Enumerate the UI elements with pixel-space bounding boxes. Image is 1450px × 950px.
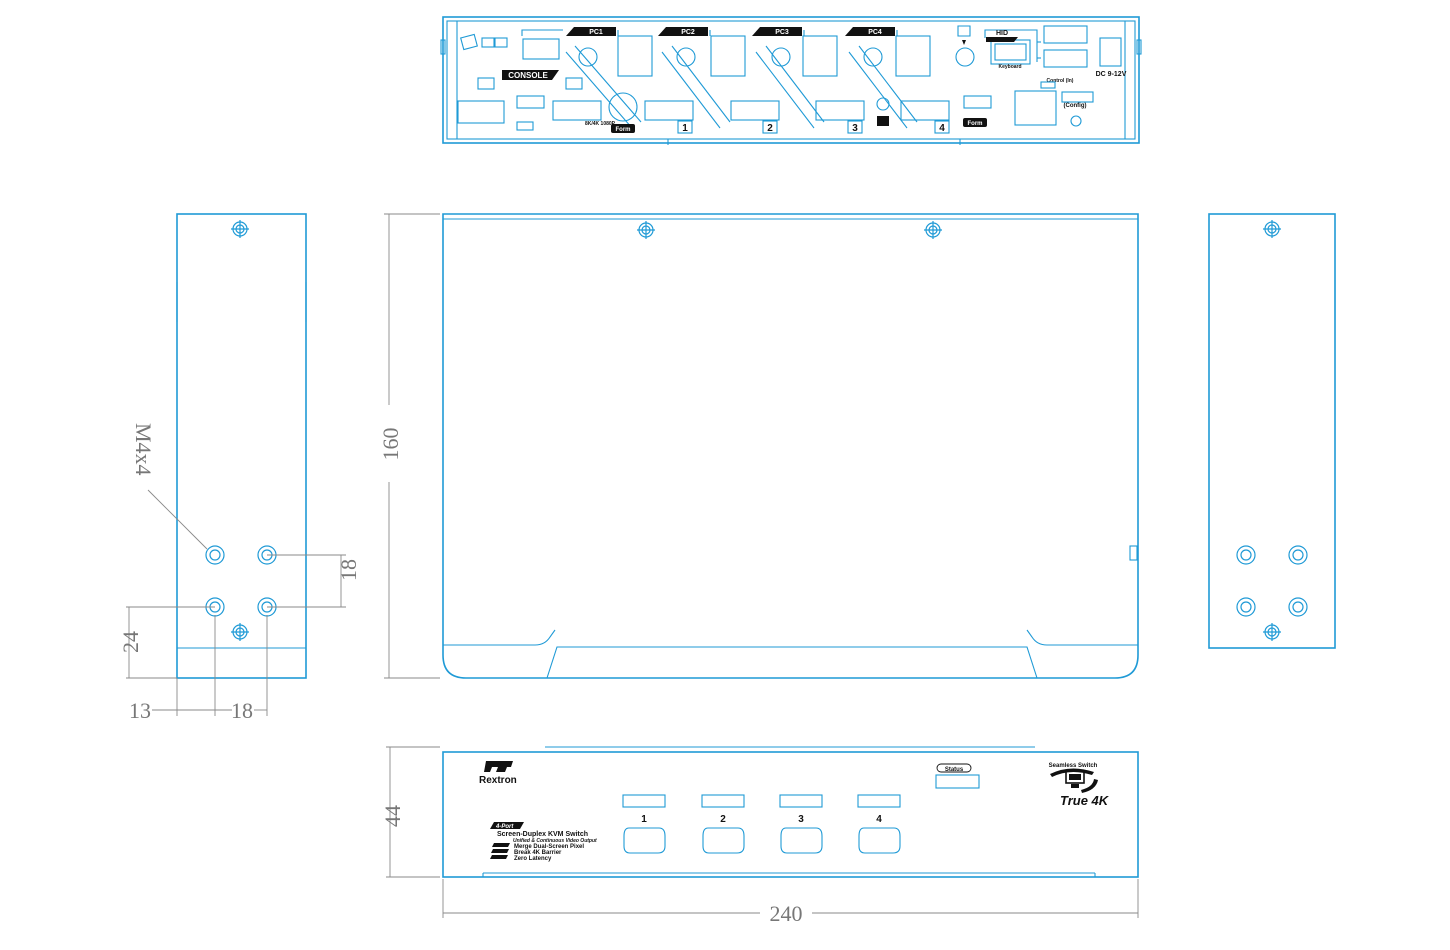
- mode-badge-right: Form: [968, 121, 983, 127]
- keyboard-label: Keyboard: [998, 64, 1021, 70]
- status-led: [935, 774, 980, 789]
- resolution-label: 8K/4K 1080P: [585, 121, 616, 127]
- rear-port-numbers: 1 2 3 4: [677, 120, 950, 134]
- hole-offset-edge-label: 13: [129, 698, 151, 723]
- feature-4k: Break 4K Barrier: [514, 850, 562, 856]
- rear-panel-icons: [460, 25, 1056, 131]
- console-label: CONSOLE: [508, 71, 548, 80]
- true-4k-label: True 4K: [1060, 793, 1110, 808]
- height-label: 44: [380, 805, 405, 827]
- control-in-label: Control (In): [1047, 78, 1074, 84]
- pc1-tag: PC1: [589, 29, 603, 36]
- left-side-dimensions: M4x4 18 24 13 18: [118, 423, 361, 723]
- rear-panel-view: PC1 PC2 PC3 PC4: [440, 16, 1142, 145]
- port-2-label: 2: [720, 814, 726, 825]
- hole-offset-bottom-label: 24: [118, 631, 143, 653]
- left-side-view: [176, 213, 307, 679]
- rear-diagonals: [565, 45, 918, 129]
- port-4-button[interactable]: [858, 827, 901, 854]
- rear-port-number-3: 3: [852, 123, 858, 134]
- depth-label: 160: [378, 428, 403, 461]
- brand-name: Rextron: [479, 775, 517, 786]
- port-3-button[interactable]: [780, 827, 823, 854]
- rear-port-number-2: 2: [767, 123, 773, 134]
- product-title: Screen-Duplex KVM Switch: [497, 831, 588, 838]
- top-view: [442, 213, 1139, 679]
- port-badge: 4-Port: [495, 824, 514, 830]
- screw-hole-icon: [637, 221, 655, 239]
- pc4-tag: PC4: [868, 29, 882, 36]
- mounting-holes-right: [1236, 545, 1308, 617]
- port-4-label: 4: [876, 814, 882, 825]
- status-pill: [936, 763, 972, 773]
- config-label: (Config): [1064, 103, 1087, 109]
- hole-spacing-vertical-label: 18: [336, 559, 361, 581]
- screw-hole-icon: [924, 221, 942, 239]
- port-2-button[interactable]: [702, 827, 745, 854]
- status-label: Status: [945, 767, 964, 773]
- rear-lower-ports: [457, 90, 1094, 127]
- mounting-holes-left: [205, 545, 277, 617]
- seamless-switch-label: Seamless Switch: [1049, 763, 1098, 769]
- hid-label: HID: [996, 30, 1008, 37]
- screw-hole-icon: [1263, 623, 1281, 641]
- pc2-tag: PC2: [681, 29, 695, 36]
- width-label: 240: [770, 901, 803, 926]
- rear-pc-tags: PC1 PC2 PC3 PC4: [566, 27, 895, 36]
- feature-latency: Zero Latency: [514, 856, 552, 862]
- hole-spacing-horizontal-label: 18: [231, 698, 253, 723]
- feature-merge: Merge Dual-Screen Pixel: [514, 844, 584, 850]
- port-2-group: 2: [701, 794, 745, 854]
- port-1-button[interactable]: [623, 827, 666, 854]
- screw-hole-icon: [231, 220, 249, 238]
- port-1-label: 1: [641, 814, 647, 825]
- dc-input-label: DC 9-12V: [1096, 71, 1127, 78]
- width-dimension: 240: [442, 879, 1139, 926]
- product-subtitle: Unified & Continuous Video Output: [513, 838, 597, 844]
- port-3-group: 3: [779, 794, 823, 854]
- port-3-label: 3: [798, 814, 804, 825]
- seamless-switch-icon: [1050, 768, 1098, 793]
- port-1-group: 1: [622, 794, 666, 854]
- screw-spec-label: M4x4: [131, 423, 156, 476]
- front-view: Rextron 4-Port Screen-Duplex KVM Switch …: [442, 746, 1139, 878]
- port-4-group: 4: [857, 794, 901, 854]
- rear-port-number-4: 4: [939, 123, 945, 134]
- feature-stripes-icon: [490, 843, 510, 859]
- rextron-logo: Rextron: [479, 761, 517, 786]
- depth-dimension: 160: [378, 213, 440, 679]
- pc3-tag: PC3: [775, 29, 789, 36]
- height-dimension: 44: [380, 746, 440, 878]
- screw-hole-icon: [1263, 220, 1281, 238]
- rear-upper-ports: [522, 25, 1122, 77]
- screw-hole-icon: [231, 623, 249, 641]
- rear-port-number-1: 1: [682, 123, 688, 134]
- mode-badge-left: Form: [616, 127, 631, 133]
- right-side-view: [1208, 213, 1336, 649]
